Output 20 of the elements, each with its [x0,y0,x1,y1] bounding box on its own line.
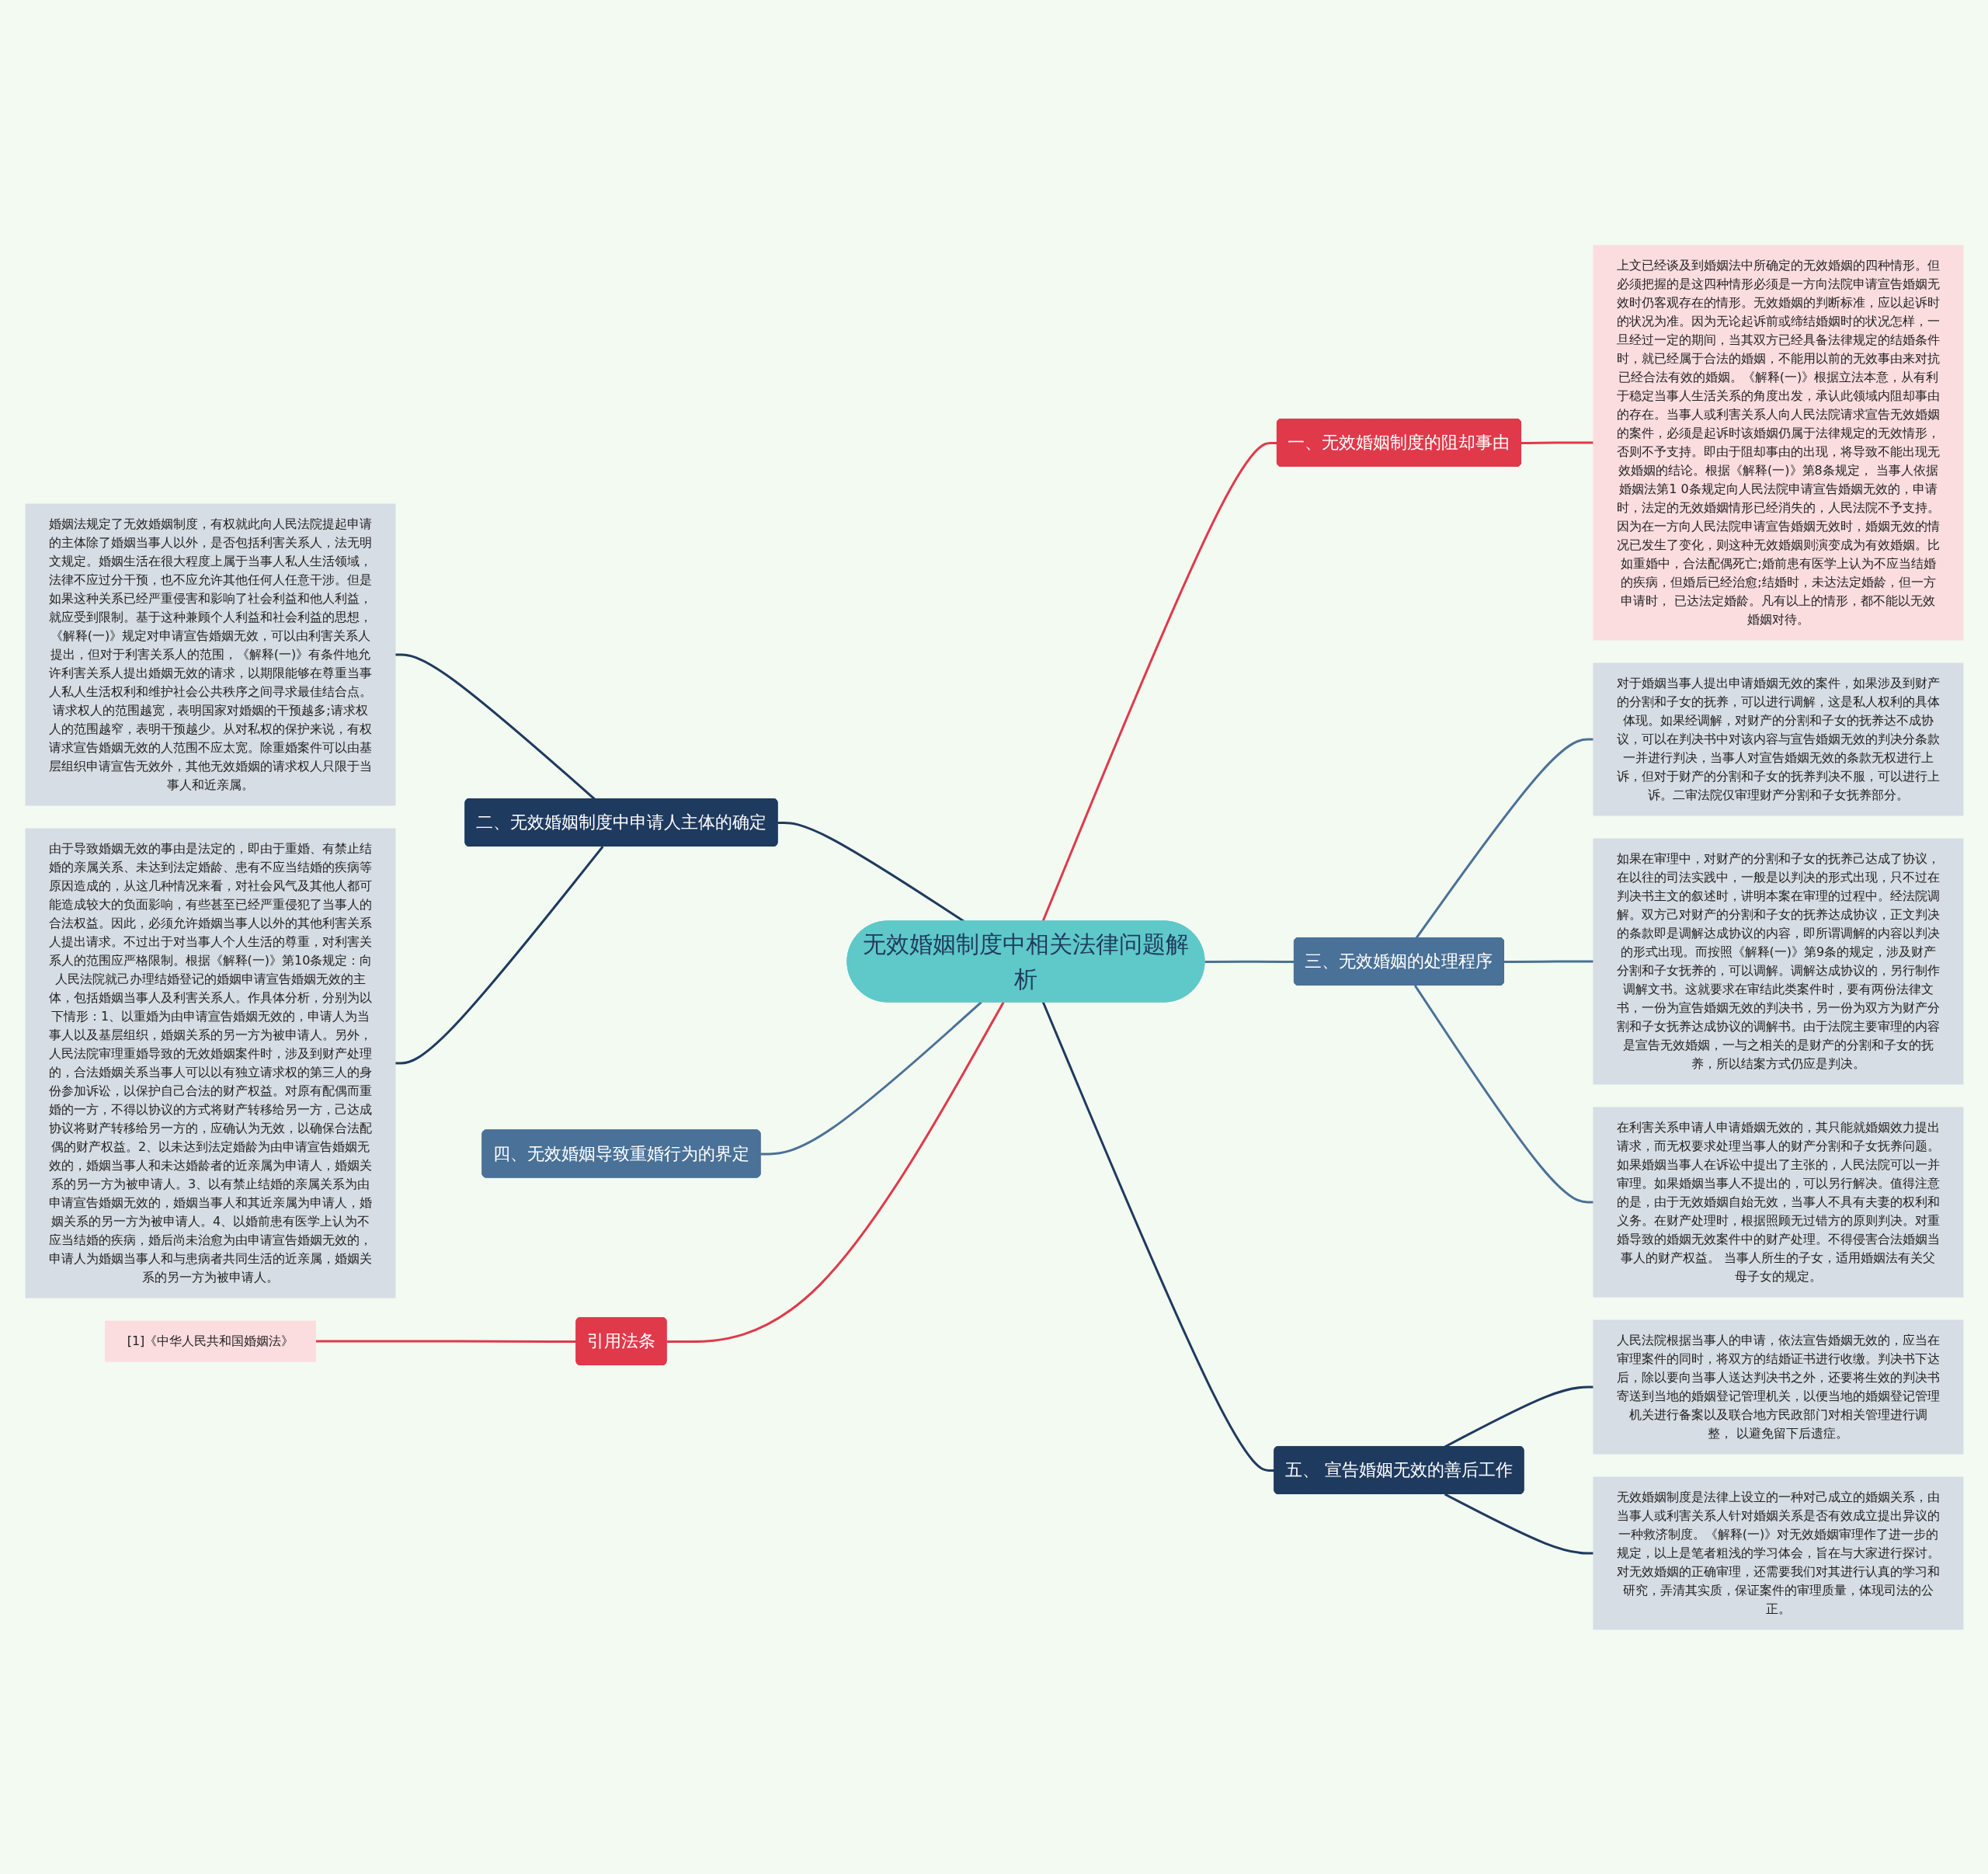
connector [1444,1493,1594,1554]
connector [1041,441,1277,922]
node-box: 上文已经谈及到婚姻法中所确定的无效婚姻的四种情形。但必须把握的是这四种情形必须是一方向法院申请宣告婚姻无效时仍客观存在的情形。无效婚姻的判断标准，应以起诉时的状况为准。因为无论起诉前或缔结婚姻时的状况怎样，一旦经过一定的期间，当其双方已经具备法律规定的结婚条件时，就已经属于合法的婚姻，不能用以前的无效事由来对抗已经合法有效的婚姻。《解释(一)》根据立法本意，从有利于稳定当事人生活关系的角度出发，承认此领域内阻却事由的存在。当事人或利害关系人向人民法院请求宣告无效婚姻的案件，必须是起诉时该婚姻仍属于法律规定的无效情形，否则不予支持。即由于阻却事由的出现，将导致不能出现无效婚姻的结论。根据《解释(一)》第8条规定， 当事人依据婚姻法第1 0条规定向人民法院申请宣告婚姻无效的，申请时，法定的无效婚姻情形已经消失的，人民法院不予支持。因为在一方向人民法院申请宣告婚姻无效时，婚姻无效的情况已发生了变化，则这种无效婚姻则演变成为有效婚姻。比如重婚中，合法配偶死亡;婚前患有医学上认为不应当结婚的疾病，但婚后已经治愈;结婚时，未达法定婚龄，但一方申请时， 已达法定婚龄。凡有以上的情形，都不能以无效婚姻对待。 [1592,245,1963,640]
node-box: [1]《中华人民共和国婚姻法》 [104,1320,316,1361]
connector [1521,441,1594,444]
node-box: 对于婚姻当事人提出申请婚姻无效的案件，如果涉及到财产的分割和子女的抚养，可以进行调解，这是私人权利的具体体现。如果经调解，对财产的分割和子女的抚养达不成协议，可以在判决书中对该内容与宣告婚姻无效的判决分条款一并进行判决，当事人对宣告婚姻无效的条款无权进行上诉，但对于财产的分割和子女的抚养判决不服，可以进行上诉。二审法院仅审理财产分割和子女抚养部分。 [1592,662,1963,815]
connector [1204,960,1295,963]
node-box: 人民法院根据当事人的申请，依法宣告婚姻无效的，应当在审理案件的同时，将双方的结婚证书进行收缴。判决书下达后，除以要向当事人送达判决书之外，还要将生效的判决书寄送到当地的婚姻登记管理机关，以便当地的婚姻登记管理机关进行备案以及联合地方民政部门对相关管理进行调整， 以避免留下后遗症。 [1592,1319,1963,1454]
connector [394,845,603,1064]
connector [1041,1001,1274,1472]
connector [1413,984,1594,1203]
connector [1503,960,1594,963]
node-box: 在利害关系申请人申请婚姻无效的，其只能就婚姻效力提出请求，而无权要求处理当事人的财产分割和子女抚养问题。如果婚姻当事人在诉讼中提出了主张的，人民法院可以一并审理。如果婚姻当事人不提出的，可以另行解决。值得注意的是，由于无效婚姻自始无效，当事人不具有夫妻的权利和义务。在财产处理时，根据照顾无过错方的原则判决。对重婚导致的婚姻无效案件中的财产处理。不得侵害合法婚姻当事人的财产权益。 当事人所生的子女，适用婚姻法有关父母子女的规定。 [1592,1107,1963,1297]
node-box: 无效婚姻制度是法律上设立的一种对己成立的婚姻关系，由当事人或利害关系人针对婚姻关系是否有效成立提出异议的一种救济制度。《解释(一)》对无效婚姻审理作了进一步的规定，以上是笔者粗浅的学习体会，旨在与大家进行探讨。对无效婚姻的正确审理，还需要我们对其进行认真的学习和研究，弄清其实质，保证案件的审理质量，体现司法的公正。 [1592,1476,1963,1629]
node-box: 婚姻法规定了无效婚姻制度，有权就此向人民法院提起申请的主体除了婚姻当事人以外，是否包括利害关系人，法无明文规定。婚姻生活在很大程度上属于当事人私人生活领域，法律不应过分干预，也不应允许其他任何人任意干涉。但是如果这种关系已经严重侵害和影响了社会利益和他人利益，就应受到限制。基于这种兼顾个人利益和社会利益的思想，《解释(一)》规定对申请宣告婚姻无效，可以由利害关系人提出，但对于利害关系人的范围，《解释(一)》有条件地允许利害关系人提出婚姻无效的请求，以期限能够在尊重当事人私人生活权利和维护社会公共秩序之间寻求最佳结合点。请求权人的范围越宽，表明国家对婚姻的干预越多;请求权人的范围越窄，表明干预越少。从对私权的保护来说，有权请求宣告婚姻无效的人范围不应太宽。除重婚案件可以由基层组织申请宣告无效外，其他无效婚姻的请求权人只限于当事人和近亲属。 [25,503,396,805]
connector [666,1001,1005,1343]
node-box: 如果在审理中，对财产的分割和子女的抚养己达成了协议，在以往的司法实践中，一般是以判决的形式出现，只不过在判决书主文的叙述时，讲明本案在审理的过程中。经法院调解。双方己对财产的分割和子女的抚养达成协议，正文判决的条款即是调解达成协议的内容，即所谓调解的内容以判决的形式出现。而按照《解释(一)》第9条的规定，涉及财产分割和子女抚养的，可以调解。调解达成协议的，另行制作调解文书。这就要求在审结此类案件时，要有两份法律文书，一份为宣告婚姻无效的判决书，另一份为双方为财产分割和子女抚养达成协议的调解书。由于法院主要审理的内容是宣告无效婚姻，一与之相关的是财产的分割和子女的抚养，所以结案方式仍应是判决。 [1592,838,1963,1084]
connector [315,1340,577,1343]
node-box: 由于导致婚姻无效的事由是法定的，即由于重婚、有禁止结婚的亲属关系、未达到法定婚龄、患有不应当结婚的疾病等原因造成的，从这几种情况来看，对社会风气及其他人都可能造成较大的负面影响，有些甚至已经严重侵犯了当事人的合法权益。因此，必须允许婚姻当事人以外的其他利害关系人提出请求。不过出于对当事人个人生活的尊重，对利害关系人的范围应严格限制。根据《解释(一)》第10条规定：向人民法院就己办理结婚登记的婚姻申请宣告婚姻无效的主体，包括婚姻当事人及利害关系人。作具体分析，分别为以下情形：1、以重婚为由申请宣告婚姻无效的，申请人为当事人以及基层组织，婚姻关系的另一方为被申请人。另外，人民法院审理重婚导致的无效婚姻案件时，涉及到财产处理的，合法婚姻关系当事人可以以有独立请求权的第三人的身份参加诉讼，以保护自己合法的财产权益。对原有配偶而重婚的一方，不得以协议的方式将财产转移给另一方，己达成协议将财产转移给另一方的，应确认为无效，以确保合法配偶的财产权益。2、以未达到法定婚龄为由申请宣告婚姻无效的，婚姻当事人和未达婚龄者的近亲属为申请人，婚姻关系的另一方为被申请人。3、以有禁止结婚的亲属关系为由申请宣告婚姻无效的，婚姻当事人和其近亲属为申请人，婚姻关系的另一方为被申请人。4、以婚前患有医学上认为不应当结婚的疾病，婚后尚未治愈为由申请宣告婚姻无效的，申请人为婚姻当事人和与患病者共同生活的近亲属，婚姻关系的另一方为被申请人。 [25,828,396,1298]
connector [760,1000,982,1155]
